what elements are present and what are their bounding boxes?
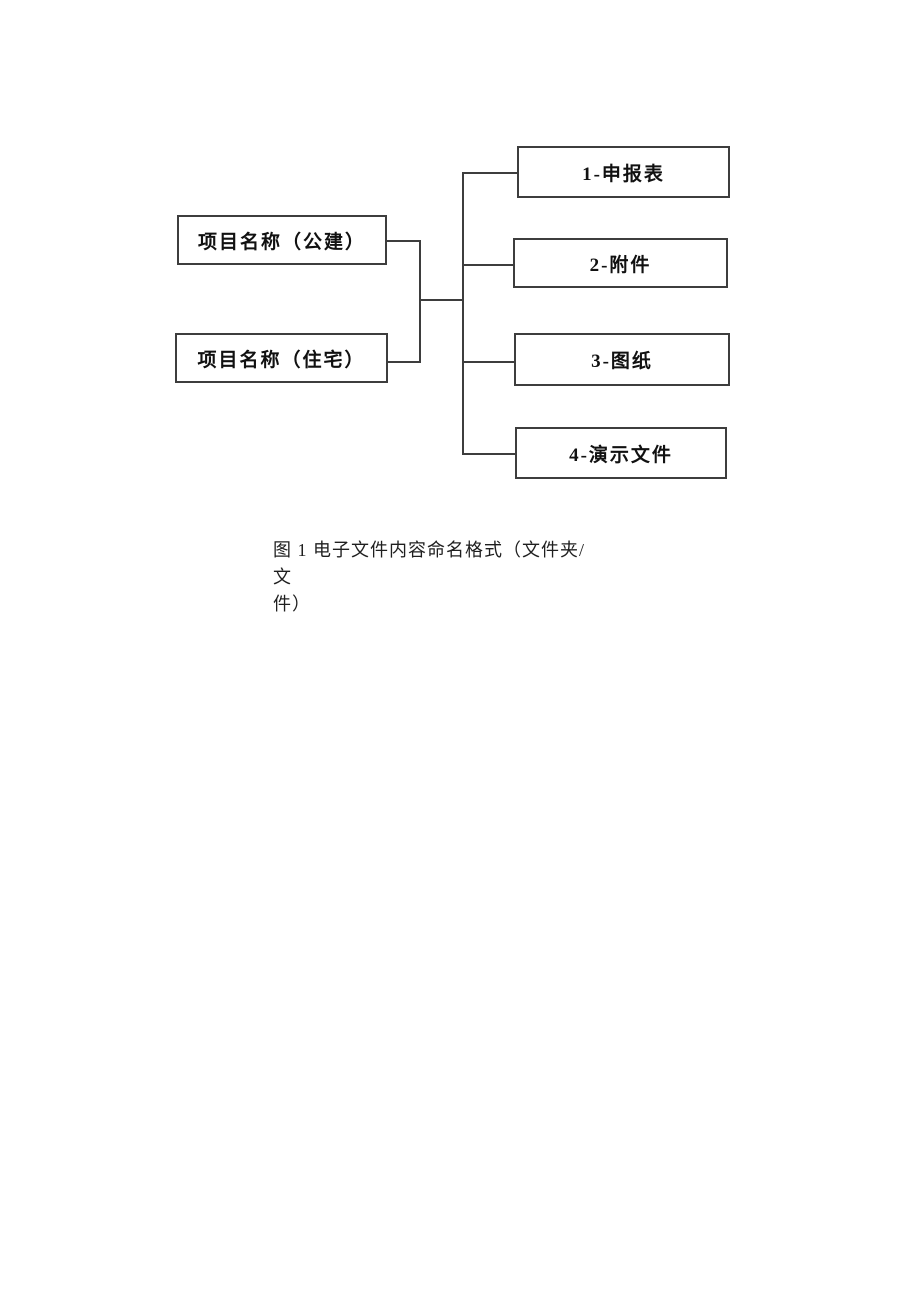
diagram-node-drawings: 3-图纸 bbox=[514, 333, 730, 386]
connector-branch-4 bbox=[463, 453, 515, 455]
node-label: 2-附件 bbox=[589, 254, 652, 276]
figure-caption: 图 1 电子文件内容命名格式（文件夹/文 件） bbox=[273, 537, 603, 618]
connector-trunk-right bbox=[462, 172, 464, 455]
diagram-node-project-public: 项目名称（公建） bbox=[177, 215, 387, 265]
connector-branch-3 bbox=[463, 361, 514, 363]
diagram-node-declaration-form: 1-申报表 bbox=[517, 146, 730, 198]
node-label: 项目名称（住宅） bbox=[197, 349, 366, 371]
connector-line-left-top bbox=[387, 240, 420, 242]
diagram-node-presentation-files: 4-演示文件 bbox=[515, 427, 727, 479]
diagram-node-attachments: 2-附件 bbox=[513, 238, 728, 288]
node-label: 4-演示文件 bbox=[569, 444, 673, 466]
connector-line-left-bottom bbox=[388, 361, 420, 363]
node-label: 3-图纸 bbox=[591, 351, 653, 372]
figure-caption-line-2: 件） bbox=[273, 594, 311, 614]
node-label: 1-申报表 bbox=[582, 163, 665, 185]
connector-branch-2 bbox=[463, 264, 513, 266]
diagram-node-project-residential: 项目名称（住宅） bbox=[175, 333, 388, 383]
connector-branch-1 bbox=[463, 172, 517, 174]
figure-caption-line-1: 图 1 电子文件内容命名格式（文件夹/文 bbox=[273, 540, 585, 587]
connector-trunk-left bbox=[419, 240, 421, 363]
node-label: 项目名称（公建） bbox=[197, 231, 366, 253]
connector-line-middle bbox=[419, 299, 464, 301]
